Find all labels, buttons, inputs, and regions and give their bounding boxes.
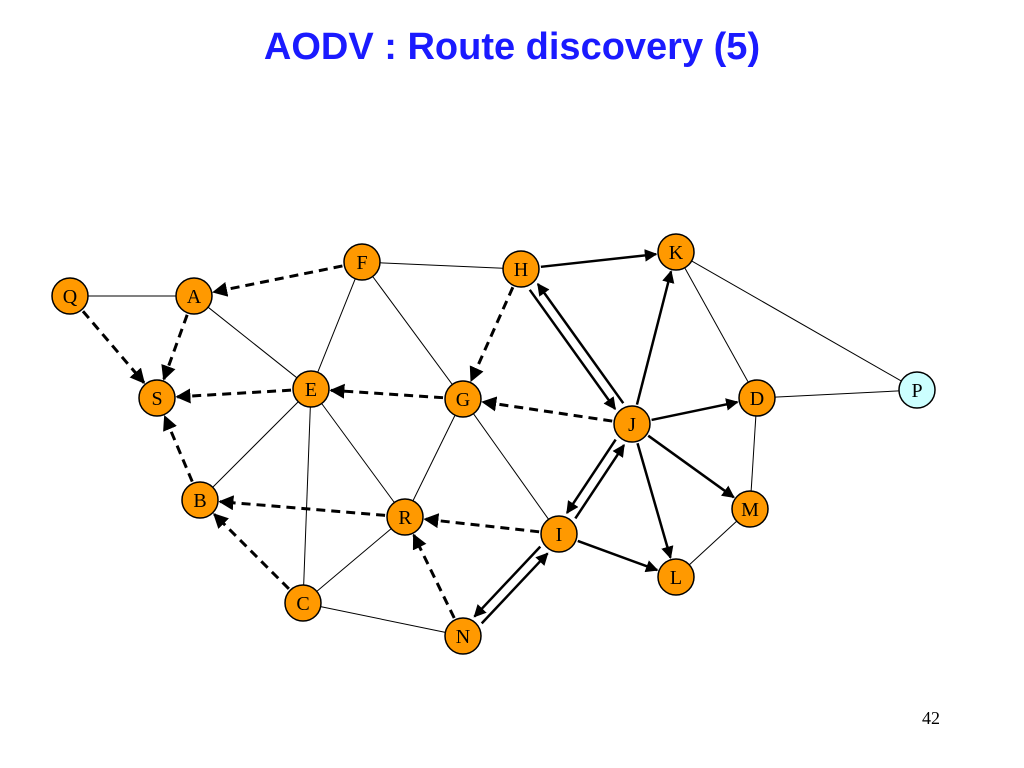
node-J: J — [613, 405, 651, 443]
node-circle — [444, 380, 482, 418]
node-circle — [284, 584, 322, 622]
links-layer — [81, 249, 902, 633]
node-circle — [138, 379, 176, 417]
node-label: S — [151, 388, 162, 410]
forward-arrow-J-K — [635, 270, 675, 405]
reverse-arrow-Q-S — [81, 310, 146, 384]
double-arrow-I-to-J — [574, 444, 626, 520]
node-circle — [51, 277, 89, 315]
reverse-arrow-C-B — [213, 513, 290, 590]
node-M: M — [731, 490, 769, 528]
link-M-L — [688, 520, 738, 566]
node-label: G — [456, 389, 470, 411]
link-A-E — [207, 306, 298, 379]
node-label: R — [398, 507, 412, 529]
node-circle — [657, 233, 695, 271]
node-label: D — [750, 388, 764, 410]
node-label: F — [356, 252, 367, 274]
reverse-arrow-I-R — [423, 513, 540, 534]
node-label: E — [305, 379, 317, 401]
link-C-N — [320, 606, 446, 633]
node-circle — [731, 490, 769, 528]
node-circle — [444, 617, 482, 655]
reverse-arrow-B-S — [163, 415, 194, 483]
node-K: K — [657, 233, 695, 271]
node-circle — [292, 370, 330, 408]
node-G: G — [444, 380, 482, 418]
reverse-arrow-F-A — [212, 264, 343, 297]
double-arrow-J-to-H — [536, 282, 625, 404]
node-label: M — [741, 499, 759, 521]
node-label: B — [193, 490, 206, 512]
reverse-arrow-E-S — [175, 388, 292, 404]
node-circle — [898, 371, 936, 409]
node-P: P — [898, 371, 936, 409]
node-circle — [657, 558, 695, 596]
node-circle — [540, 515, 578, 553]
node-label: A — [187, 286, 202, 308]
node-circle — [386, 498, 424, 536]
node-I: I — [540, 515, 578, 553]
link-K-P — [691, 260, 902, 382]
node-label: K — [669, 242, 684, 264]
node-E: E — [292, 370, 330, 408]
node-Q: Q — [51, 277, 89, 315]
node-label: N — [456, 626, 470, 648]
double-arrow-N-to-I — [480, 552, 549, 625]
forward-arrow-I-L — [577, 539, 659, 573]
node-label: L — [670, 567, 682, 589]
slide-title: AODV : Route discovery (5) — [263, 26, 761, 68]
node-A: A — [175, 277, 213, 315]
link-C-R — [316, 528, 392, 592]
reverse-arrow-J-G — [481, 396, 613, 423]
nodes-layer: Q A S F E B C H G R N I J K D M L P — [51, 233, 936, 655]
node-circle — [613, 405, 651, 443]
double-arrow-I-to-N — [473, 545, 542, 618]
node-circle — [738, 379, 776, 417]
node-circle — [175, 277, 213, 315]
node-D: D — [738, 379, 776, 417]
link-E-R — [321, 403, 395, 503]
node-circle — [181, 481, 219, 519]
node-label: H — [514, 259, 528, 281]
forward-arrow-H-K — [540, 249, 658, 269]
node-N: N — [444, 617, 482, 655]
link-D-P — [774, 390, 900, 398]
link-G-R — [412, 414, 456, 502]
node-C: C — [284, 584, 322, 622]
node-circle — [502, 250, 540, 288]
node-F: F — [343, 243, 381, 281]
node-S: S — [138, 379, 176, 417]
node-label: C — [296, 593, 309, 615]
link-E-B — [212, 401, 299, 488]
link-K-D — [684, 267, 749, 383]
slide-number: 42 — [922, 708, 940, 728]
link-F-G — [372, 276, 453, 385]
link-D-M — [750, 415, 757, 492]
reverse-arrow-A-S — [161, 314, 189, 381]
node-H: H — [502, 250, 540, 288]
forward-arrow-J-D — [651, 398, 739, 422]
link-F-E — [317, 278, 356, 373]
node-circle — [343, 243, 381, 281]
link-F-H — [379, 262, 504, 269]
node-R: R — [386, 498, 424, 536]
reverse-arrow-R-B — [218, 495, 386, 517]
node-L: L — [657, 558, 695, 596]
link-G-I — [473, 413, 549, 520]
node-label: P — [911, 380, 922, 402]
reverse-arrow-H-G — [469, 286, 515, 383]
double-arrow-J-to-I — [565, 438, 617, 514]
forward-arrow-J-M — [647, 434, 735, 499]
reverse-arrow-G-E — [329, 383, 444, 400]
link-E-C — [303, 406, 311, 586]
node-label: I — [556, 524, 563, 546]
node-label: J — [628, 414, 636, 436]
node-label: Q — [63, 286, 78, 308]
reverse-arrow-N-R — [412, 533, 456, 619]
forward-arrow-J-L — [636, 442, 674, 559]
double-arrow-H-to-J — [528, 289, 617, 411]
node-B: B — [181, 481, 219, 519]
